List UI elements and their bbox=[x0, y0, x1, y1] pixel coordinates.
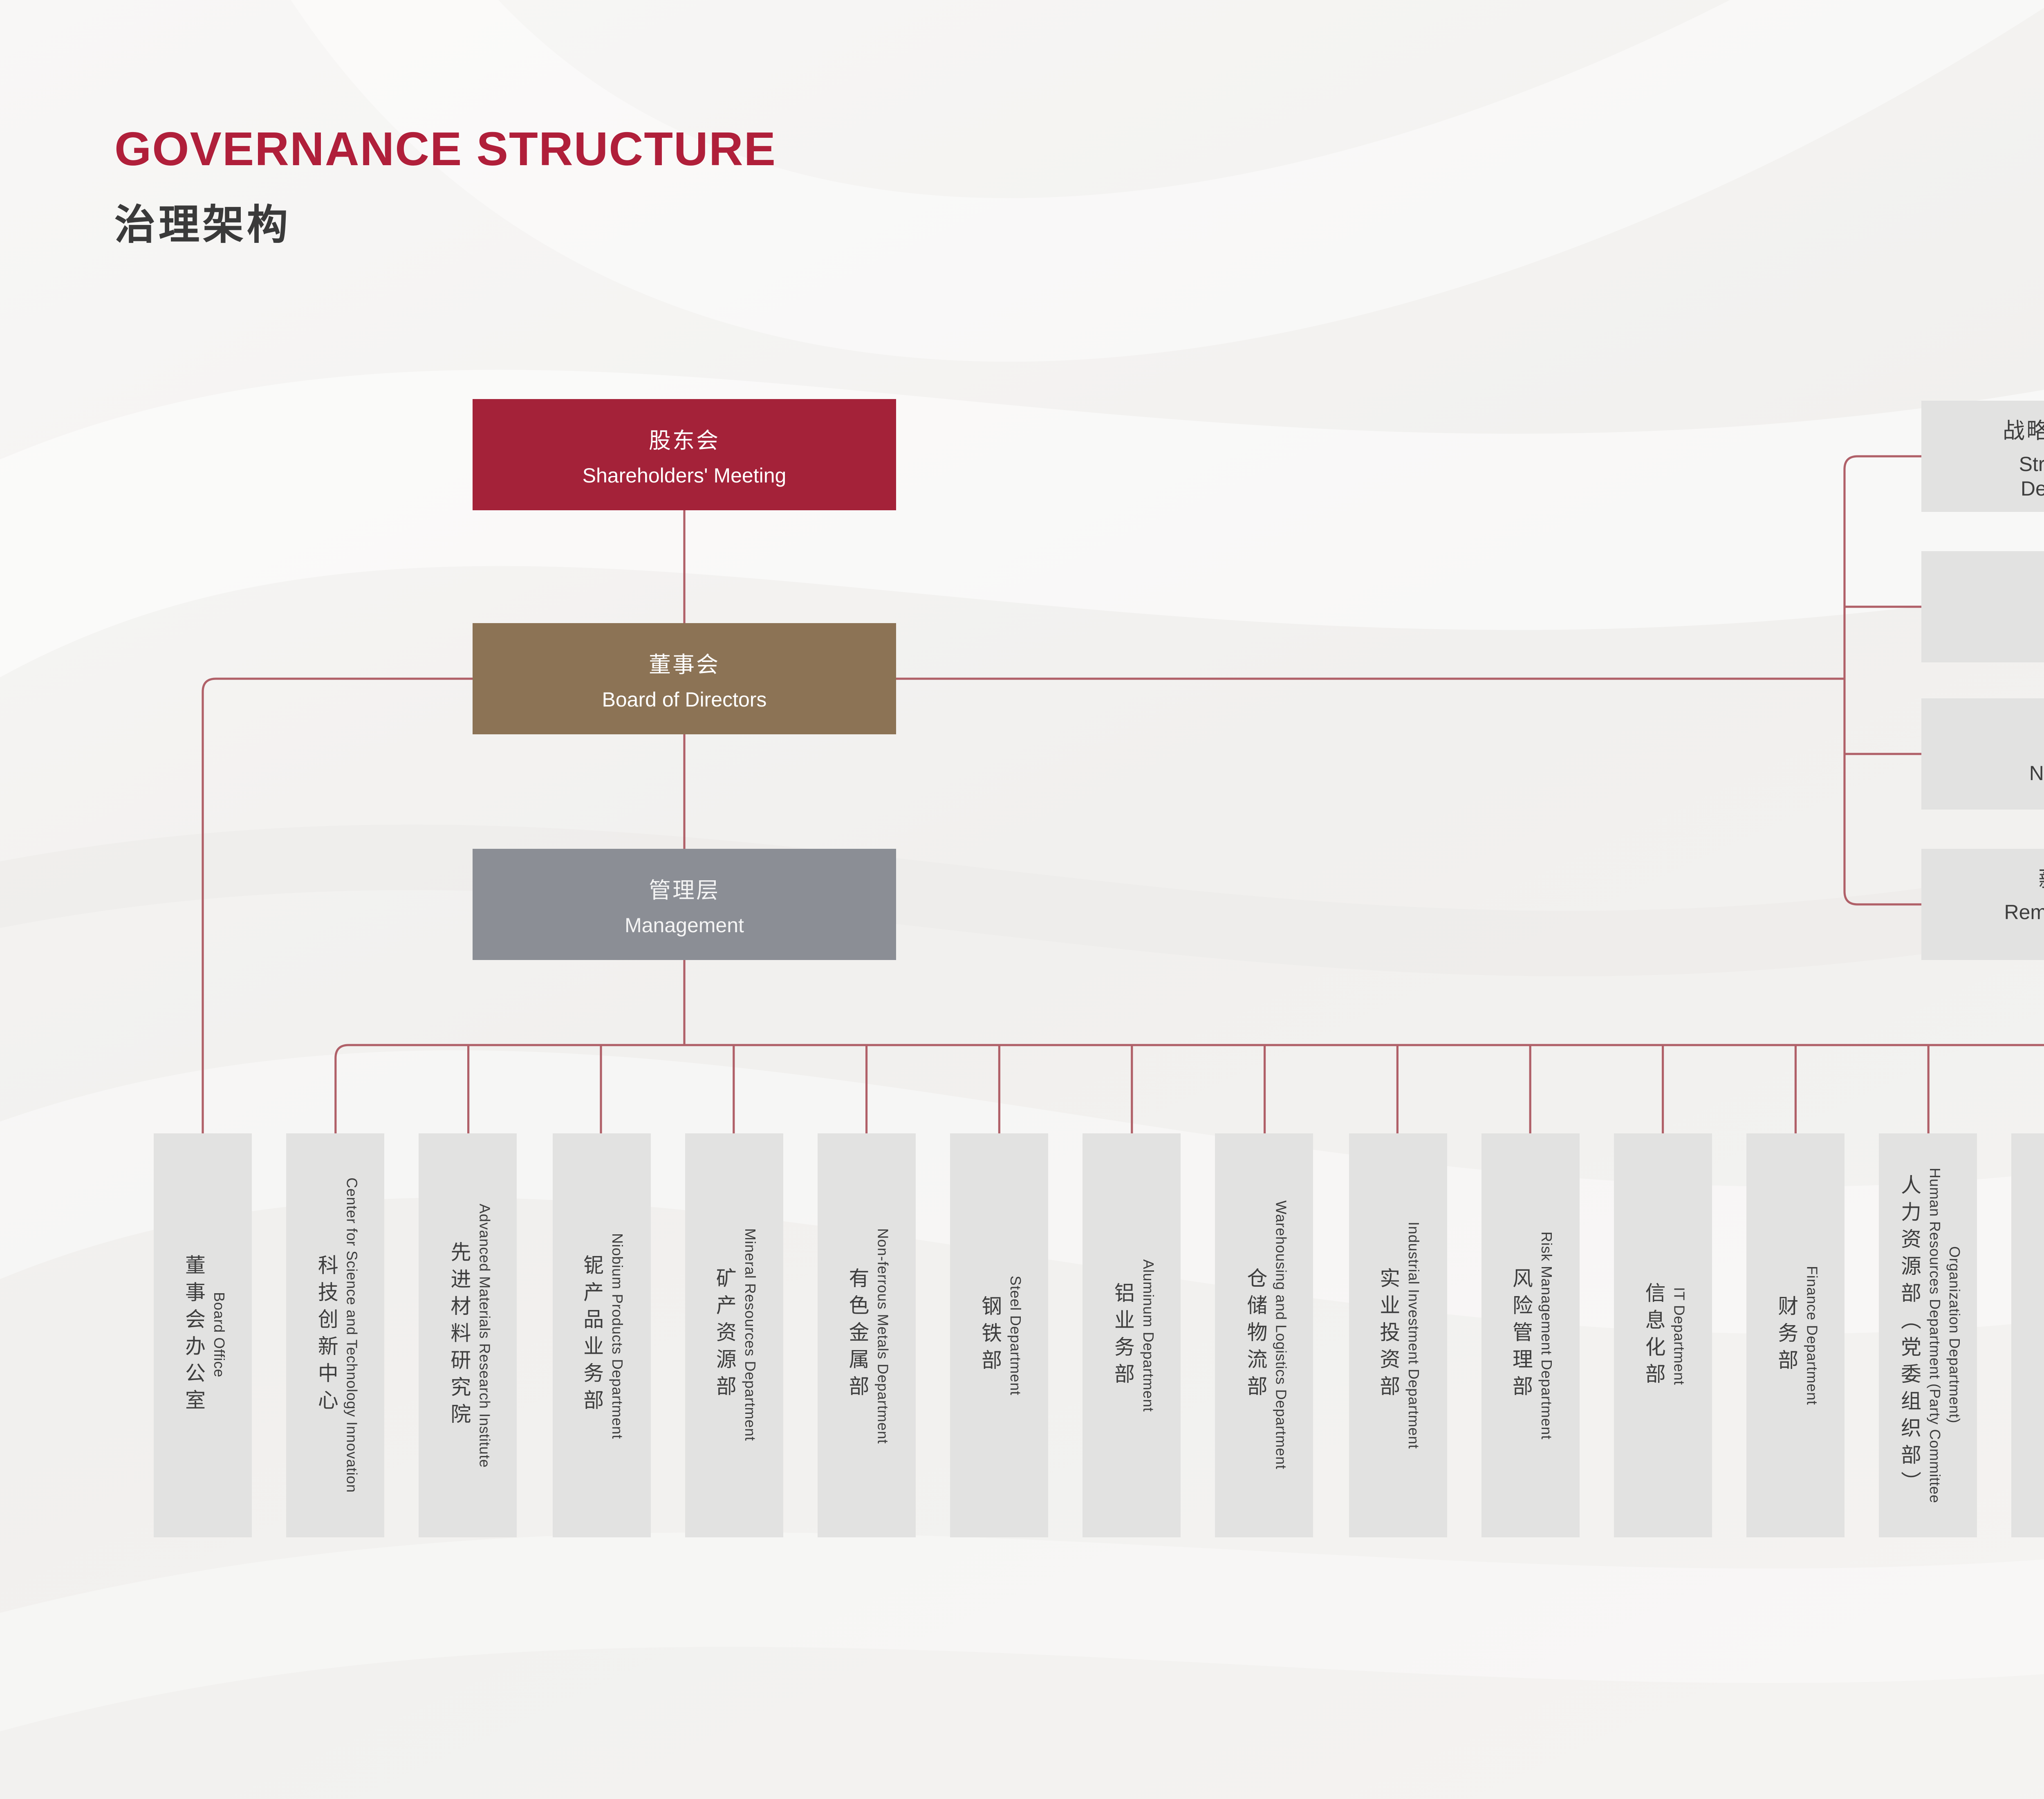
dept-board-office: 董事会办公室 Board Office bbox=[154, 1133, 252, 1537]
page-title-zh: 治理架构 bbox=[114, 203, 291, 249]
dept-niobium-products: 铌产品业务部 Niobium Products Department bbox=[552, 1133, 650, 1537]
dept-finance: 财务部 Finance Department bbox=[1746, 1133, 1845, 1537]
dept-it: 信息化部 IT Department bbox=[1614, 1133, 1712, 1537]
dept-label-zh: 信息化部 bbox=[1641, 1281, 1665, 1389]
committee-strategy-sustainable-development: 战略与可持续发展委员会 Strategy and Sustainable Dev… bbox=[1921, 401, 2044, 512]
page-header: GOVERNANCE STRUCTURE 治理架构 bbox=[114, 124, 776, 252]
dept-human-resources: 人力资源部（党委组织部） Human Resources Department (… bbox=[1879, 1133, 1977, 1537]
dept-label-zh: 科技创新中心 bbox=[314, 1254, 337, 1416]
dept-label-zh: 仓储物流部 bbox=[1243, 1268, 1266, 1403]
departments-row: 董事会办公室 Board Office 科技创新中心 Center for Scie… bbox=[154, 1133, 2044, 1537]
dept-industrial-investment: 实业投资部 Industrial Investment Department bbox=[1348, 1133, 1447, 1537]
node-management: 管理层 Management bbox=[473, 849, 896, 960]
dept-label-en: Industrial Investment Department bbox=[1405, 1222, 1422, 1449]
department-bus bbox=[334, 1044, 2044, 1133]
dept-science-technology-innovation: 科技创新中心 Center for Science and Technology … bbox=[286, 1133, 385, 1537]
committee-label-zh: 薪酬与考核委员会 bbox=[2038, 860, 2044, 893]
dept-label-zh: 人力资源部（党委组织部） bbox=[1897, 1173, 1920, 1497]
dept-label-en: Non-ferrous Metals Department bbox=[874, 1227, 891, 1443]
line-board-boardoffice bbox=[202, 677, 473, 1133]
node-label-zh: 董事会 bbox=[649, 652, 720, 677]
node-label-zh: 管理层 bbox=[649, 878, 720, 902]
dept-nonferrous-metals: 有色金属部 Non-ferrous Metals Department bbox=[817, 1133, 916, 1537]
dept-aluminum: 铝业务部 Aluminum Department bbox=[1083, 1133, 1181, 1537]
dept-label-en: Mineral Resources Department bbox=[742, 1229, 758, 1442]
committee-label-en: Nomination Committee bbox=[2029, 763, 2044, 785]
dept-label-zh: 先进材料研究院 bbox=[447, 1241, 470, 1430]
dept-label-en: Finance Department bbox=[1804, 1265, 1820, 1405]
node-label-zh: 股东会 bbox=[649, 428, 720, 453]
committee-label-zh: 战略与可持续发展委员会 bbox=[2003, 419, 2044, 443]
committee-audit: 审计委员会 Audit Committee bbox=[1921, 551, 2044, 662]
committee-remuneration-appraisal: 薪酬与考核委员会 Remuneration and Appraisal Comm… bbox=[1921, 849, 2044, 960]
dept-label-zh: 有色金属部 bbox=[845, 1268, 868, 1403]
dept-label-en: Risk Management Department bbox=[1538, 1231, 1555, 1440]
dept-label-zh: 综合管理部 bbox=[2040, 1268, 2044, 1403]
dept-mineral-resources: 矿产资源部 Mineral Resources Department bbox=[684, 1133, 783, 1537]
committee-label-en: Strategy and Sustainable Development Com… bbox=[2019, 453, 2044, 500]
dept-label-en: Warehousing and Logistics Department bbox=[1273, 1201, 1289, 1470]
committee-label-en: Remuneration and Appraisal Committee bbox=[2004, 901, 2044, 924]
dept-label-zh: 矿产资源部 bbox=[712, 1268, 735, 1403]
dept-label-zh: 钢铁部 bbox=[978, 1295, 1001, 1376]
page-title: GOVERNANCE STRUCTURE bbox=[114, 124, 776, 177]
dept-risk-management: 风险管理部 Risk Management Department bbox=[1481, 1133, 1579, 1537]
dept-steel: 钢铁部 Steel Department bbox=[950, 1133, 1049, 1537]
dept-label-zh: 实业投资部 bbox=[1376, 1268, 1399, 1403]
department-drops bbox=[467, 1045, 1930, 1133]
dept-label-zh: 财务部 bbox=[1774, 1295, 1797, 1376]
committee-nomination: 提名委员会 Nomination Committee bbox=[1921, 698, 2044, 810]
dept-label-en: Advanced Materials Research Institute bbox=[476, 1203, 493, 1467]
dept-label-zh: 铌产品业务部 bbox=[580, 1254, 603, 1416]
committee-bus bbox=[1843, 455, 1921, 906]
node-shareholders-meeting: 股东会 Shareholders' Meeting bbox=[473, 399, 896, 510]
dept-label-en: IT Department bbox=[1671, 1286, 1688, 1384]
dept-advanced-materials-research: 先进材料研究院 Advanced Materials Research Insti… bbox=[419, 1133, 518, 1537]
dept-warehousing-logistics: 仓储物流部 Warehousing and Logistics Departmen… bbox=[1215, 1133, 1314, 1537]
node-label-en: Shareholders' Meeting bbox=[582, 464, 787, 487]
dept-label-en: Human Resources Department (Party Commit… bbox=[1926, 1167, 1963, 1503]
node-label-en: Board of Directors bbox=[602, 688, 767, 711]
dept-label-zh: 风险管理部 bbox=[1508, 1268, 1532, 1403]
dept-label-en: Aluminum Department bbox=[1140, 1259, 1156, 1412]
dept-label-zh: 董事会办公室 bbox=[182, 1254, 204, 1416]
dept-label-en: Niobium Products Department bbox=[609, 1232, 626, 1438]
dept-label-en: Steel Department bbox=[1007, 1275, 1024, 1395]
dept-label-zh: 铝业务部 bbox=[1110, 1281, 1134, 1389]
node-label-en: Management bbox=[625, 914, 744, 937]
dept-label-en: Center for Science and Technology Innova… bbox=[343, 1178, 360, 1493]
dept-general-administration: 综合管理部General Administration Department bbox=[2012, 1133, 2044, 1537]
dept-label-en: Board Office bbox=[211, 1292, 227, 1378]
node-board-of-directors: 董事会 Board of Directors bbox=[473, 623, 896, 734]
